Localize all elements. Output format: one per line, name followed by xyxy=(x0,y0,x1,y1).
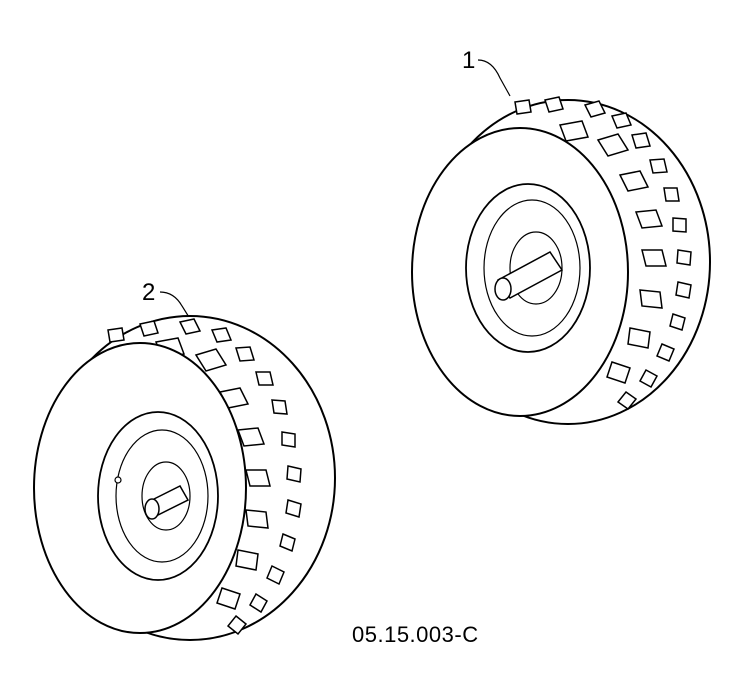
callout-2-leader xyxy=(159,291,193,323)
wheel-2-valve xyxy=(114,476,122,484)
callout-1-label: 1 xyxy=(462,47,475,74)
wheel-1-tread-lugs xyxy=(514,96,692,411)
wheel-1-rim-inner xyxy=(483,199,581,337)
wheel-1-axle-end xyxy=(494,277,512,301)
wheel-2-tread-lugs xyxy=(107,318,302,636)
wheel-1[interactable] xyxy=(411,96,711,425)
wheel-2-rim-inner xyxy=(115,429,209,563)
callout-2-label: 2 xyxy=(142,279,155,306)
drawing-code: 05.15.003-C xyxy=(352,622,479,647)
callout-1[interactable]: 1 xyxy=(462,47,511,97)
callout-2[interactable]: 2 xyxy=(142,279,193,323)
wheel-2-hub-bore-end xyxy=(144,498,160,520)
callout-1-leader xyxy=(477,59,511,97)
wheel-2[interactable] xyxy=(33,315,336,641)
